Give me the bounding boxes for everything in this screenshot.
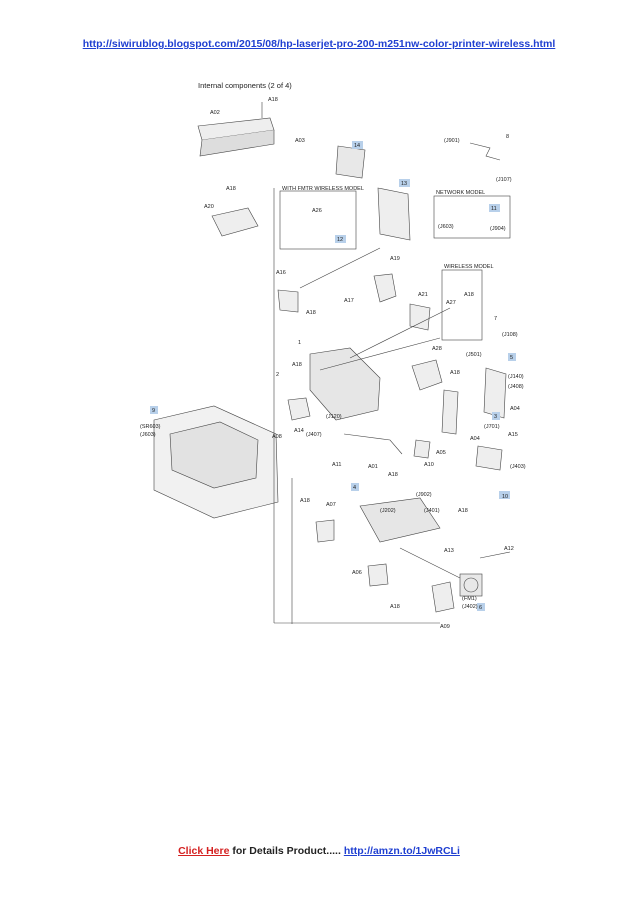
part-label: A01 xyxy=(368,464,378,470)
part-label: A11 xyxy=(332,462,341,468)
part-label: (J108) xyxy=(502,332,518,338)
part-label: A18 xyxy=(388,472,398,478)
part-label: A27 xyxy=(446,300,456,306)
part-label: A02 xyxy=(210,110,220,116)
part-label: A08 xyxy=(272,434,282,440)
box-fmtr-label: WITH FMTR WIRELESS MODEL xyxy=(282,186,364,192)
part-label: A10 xyxy=(424,462,434,468)
part-label: (J402) xyxy=(462,604,478,610)
part-label: 5 xyxy=(510,355,513,361)
part-label: A05 xyxy=(436,450,446,456)
part-label: A15 xyxy=(508,432,518,438)
part-label: (SR603) xyxy=(140,424,161,430)
part-label: A18 xyxy=(292,362,302,368)
part-label: (J901) xyxy=(444,138,460,144)
part-label: A18 xyxy=(226,186,236,192)
part-label: (J403) xyxy=(510,464,526,470)
part-label: A18 xyxy=(306,310,316,316)
part-label: A17 xyxy=(344,298,354,304)
amazon-link[interactable]: http://amzn.to/1JwRCLi xyxy=(343,845,460,857)
footer: Click Here for Details Product..... http… xyxy=(0,845,638,857)
part-label: (J120) xyxy=(326,414,342,420)
part-label: (J202) xyxy=(380,508,396,514)
part-label: 9 xyxy=(152,408,155,414)
part-label: (J902) xyxy=(416,492,432,498)
part-label: 8 xyxy=(506,134,509,140)
part-label: (J401) xyxy=(424,508,440,514)
part-label: A14 xyxy=(294,428,304,434)
parts-diagram: Internal components (2 of 4) WITH FMTR W… xyxy=(140,81,526,630)
part-label: A12 xyxy=(504,546,514,552)
part-label: 14 xyxy=(354,143,360,149)
part-label: (FM1) xyxy=(462,596,477,602)
part-label: A18 xyxy=(268,97,278,103)
part-label: A04 xyxy=(510,406,520,412)
part-label: A28 xyxy=(432,346,442,352)
part-label: 4 xyxy=(353,485,356,491)
part-label: A21 xyxy=(418,292,428,298)
part-label: (J603) xyxy=(438,224,454,230)
click-here-link[interactable]: Click Here xyxy=(178,845,230,857)
part-label: A18 xyxy=(450,370,460,376)
box-network-label: NETWORK MODEL xyxy=(436,190,485,196)
part-label: A20 xyxy=(204,204,214,210)
part-label: 12 xyxy=(337,237,343,243)
part-label: A19 xyxy=(390,256,400,262)
part-label: 6 xyxy=(479,605,482,611)
part-label: A18 xyxy=(458,508,468,514)
part-label: 11 xyxy=(491,206,497,212)
part-label: A04 xyxy=(470,436,480,442)
part-label: A13 xyxy=(444,548,454,554)
part-label: 2 xyxy=(276,372,279,378)
footer-text: for Details Product..... xyxy=(229,845,344,857)
part-label: 10 xyxy=(502,494,508,500)
part-label: 7 xyxy=(494,316,497,322)
part-label: (J904) xyxy=(490,226,506,232)
part-label: 1 xyxy=(298,340,301,346)
part-label: (J407) xyxy=(306,432,322,438)
part-label: A06 xyxy=(352,570,362,576)
part-label: 13 xyxy=(401,181,407,187)
part-label: (J408) xyxy=(508,384,524,390)
part-label: A18 xyxy=(390,604,400,610)
part-label: (J501) xyxy=(466,352,482,358)
part-label: A07 xyxy=(326,502,336,508)
part-label: 3 xyxy=(494,414,497,420)
part-label: A09 xyxy=(440,624,450,630)
part-label: A03 xyxy=(295,138,305,144)
part-label: A26 xyxy=(312,208,322,214)
part-label: (J701) xyxy=(484,424,500,430)
part-label: A18 xyxy=(300,498,310,504)
part-label: A16 xyxy=(276,270,286,276)
source-url-link[interactable]: http://siwirublog.blogspot.com/2015/08/h… xyxy=(82,38,556,50)
part-label: A18 xyxy=(464,292,474,298)
part-label: (J603) xyxy=(140,432,156,438)
part-label: (J140) xyxy=(508,374,524,380)
part-label: (J107) xyxy=(496,177,512,183)
diagram-title: Internal components (2 of 4) xyxy=(198,81,292,90)
box-wireless-label: WIRELESS MODEL xyxy=(444,264,494,270)
